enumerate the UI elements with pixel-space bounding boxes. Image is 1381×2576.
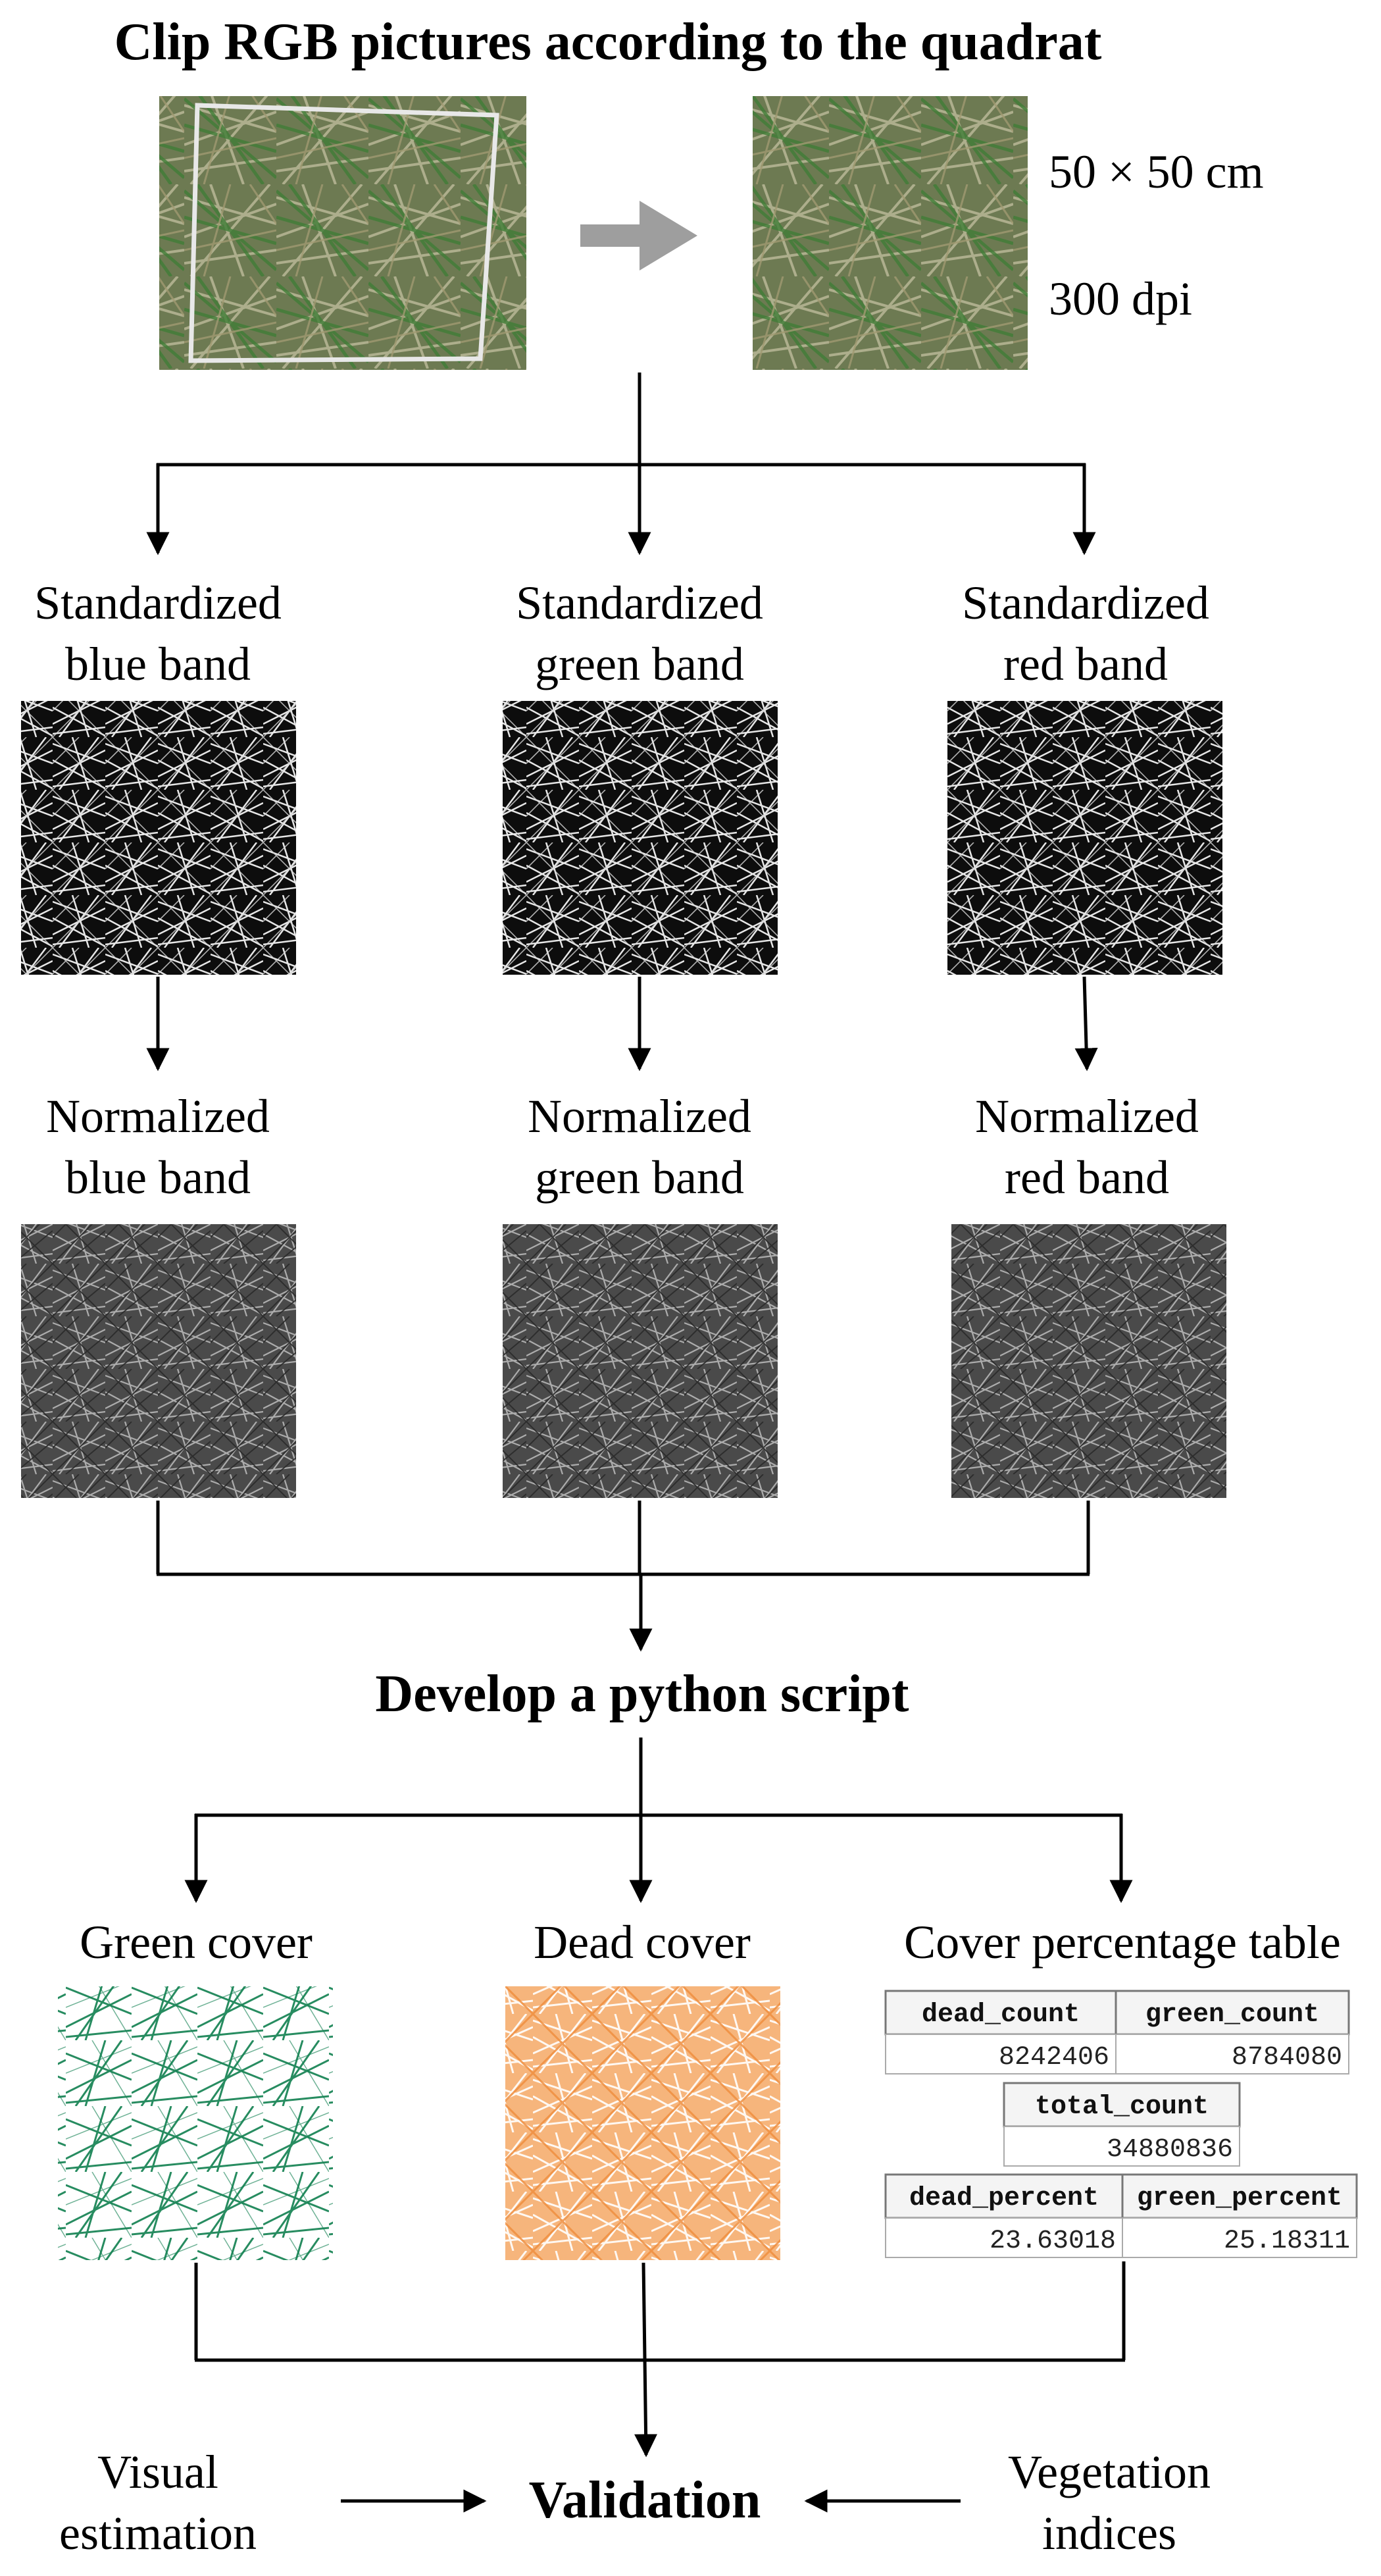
table-value-total-count: 34880836 [1107,2135,1233,2165]
table-value-green-count: 8784080 [1232,2043,1342,2073]
table-value-dead-count: 8242406 [999,2043,1109,2073]
std-green-label-2: green band [535,638,744,690]
norm-blue-label-2: blue band [65,1151,251,1204]
validation-connector [194,2261,1126,2458]
norm-green-label-2: green band [535,1151,744,1204]
original-rgb-photo [159,96,526,370]
branch-connector-2 [184,1738,1133,1903]
norm-blue-label-1: Normalized [46,1090,270,1143]
dead-cover-label: Dead cover [534,1916,751,1969]
table-header-green-percent: green_percent [1137,2184,1342,2213]
branch-connector-1 [146,373,1096,555]
std-blue-label-2: blue band [65,638,251,690]
table-title-label: Cover percentage table [904,1916,1341,1969]
norm-blue-image [21,1224,296,1498]
table-header-total-count: total_count [1035,2092,1209,2122]
clipped-rgb-photo [753,96,1028,370]
clip-resolution-label: 300 dpi [1049,272,1192,325]
clip-size-label: 50 × 50 cm [1049,145,1264,198]
visual-estimation-label-2: estimation [59,2507,257,2560]
std-red-label-2: red band [1003,638,1168,690]
std-to-norm-arrows [146,976,1098,1071]
std-red-label-1: Standardized [962,577,1209,629]
norm-red-label-2: red band [1005,1151,1169,1204]
norm-green-image [503,1224,778,1498]
std-green-image [503,701,778,975]
validation-label: Validation [529,2471,761,2529]
script-step-label: Develop a python script [375,1665,909,1723]
std-green-label-1: Standardized [516,577,763,629]
cover-percentage-table: dead_count green_count 8242406 8784080 t… [884,1990,1358,2258]
vegetation-indices-label-2: indices [1042,2507,1176,2560]
green-cover-image [58,1986,333,2260]
table-header-dead-count: dead_count [922,2000,1080,2030]
norm-red-image [951,1224,1226,1498]
clip-arrow [580,201,697,270]
norm-red-label-1: Normalized [975,1090,1199,1143]
std-blue-image [21,701,296,975]
visual-estimation-label-1: Visual [97,2446,218,2498]
diagram-title: Clip RGB pictures according to the quadr… [114,13,1102,71]
table-value-dead-percent: 23.63018 [990,2227,1116,2256]
merge-connector [156,1501,1090,1652]
vegetation-indices-label-1: Vegetation [1008,2446,1211,2498]
norm-green-label-1: Normalized [528,1090,751,1143]
green-cover-label: Green cover [80,1916,313,1969]
dead-cover-image [505,1986,780,2260]
table-value-green-percent: 25.18311 [1224,2227,1350,2256]
std-red-image [947,701,1222,975]
table-header-green-count: green_count [1145,2000,1319,2030]
std-blue-label-1: Standardized [34,577,282,629]
table-header-dead-percent: dead_percent [909,2184,1099,2213]
